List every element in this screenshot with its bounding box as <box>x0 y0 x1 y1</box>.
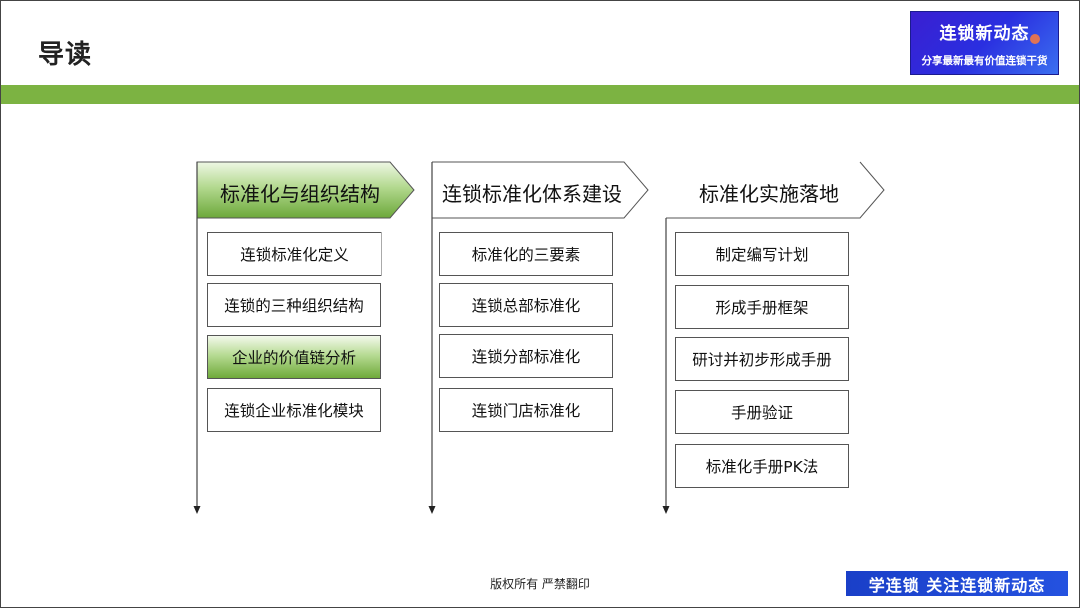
column-3-item-1: 制定编写计划 <box>675 232 849 276</box>
column-3-item-2: 形成手册框架 <box>675 285 849 329</box>
column-3-item-3: 研讨并初步形成手册 <box>675 337 849 381</box>
spark-icon <box>1030 34 1040 44</box>
column-3-item-4: 手册验证 <box>675 390 849 434</box>
page-title: 导读 <box>38 40 93 70</box>
column-1-timeline-arrowhead <box>193 506 201 514</box>
brand-line1: 连锁新动态 <box>939 24 1030 44</box>
column-3-heading-arrow <box>666 161 885 219</box>
column-1-item-4: 连锁企业标准化模块 <box>207 388 381 432</box>
column-2-heading-arrow <box>432 161 649 219</box>
column-2-item-2: 连锁总部标准化 <box>439 283 613 327</box>
column-2-timeline-arrowhead <box>428 506 436 514</box>
column-1-heading: 标准化与组织结构 <box>220 182 380 206</box>
column-2-heading: 连锁标准化体系建设 <box>442 182 622 206</box>
column-2-item-3: 连锁分部标准化 <box>439 334 613 378</box>
column-1-item-1: 连锁标准化定义 <box>207 232 381 276</box>
column-2-item-1: 标准化的三要素 <box>439 232 613 276</box>
column-1-item-2: 连锁的三种组织结构 <box>207 283 381 327</box>
copyright-notice: 版权所有 严禁翻印 <box>490 577 590 591</box>
column-2-item-4: 连锁门店标准化 <box>439 388 613 432</box>
brand-logo: 连锁新动态 分享最新最有价值连锁干货 <box>910 11 1059 75</box>
column-3-heading: 标准化实施落地 <box>699 182 839 206</box>
brand-line2: 分享最新最有价值连锁干货 <box>921 55 1048 67</box>
column-1-item-3-highlighted: 企业的价值链分析 <box>207 335 381 379</box>
header-divider-bar <box>1 85 1079 104</box>
column-3-item-5: 标准化手册PK法 <box>675 444 849 488</box>
column-3-timeline-arrowhead <box>662 506 670 514</box>
footer-brand-banner: 学连锁 关注连锁新动态 <box>846 571 1068 596</box>
